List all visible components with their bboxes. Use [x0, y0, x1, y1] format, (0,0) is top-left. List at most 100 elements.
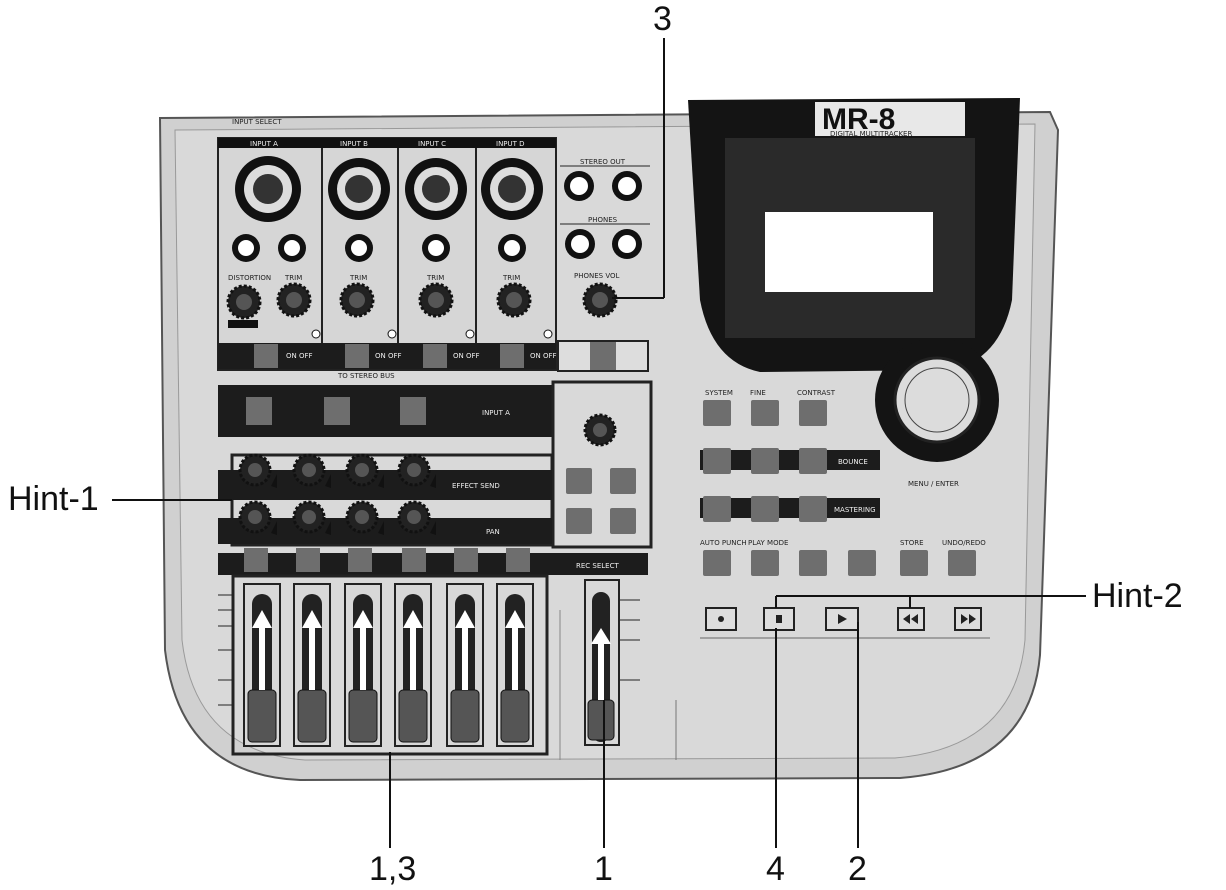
- phones-label: PHONES: [588, 216, 618, 224]
- power-button[interactable]: [590, 342, 616, 370]
- contrast-key[interactable]: [799, 400, 827, 426]
- ffwd-icon: [961, 614, 968, 624]
- effect-send-knob-3[interactable]: [345, 453, 384, 488]
- channel-fader-5[interactable]: [446, 583, 484, 747]
- xlr-jack-d[interactable]: [481, 158, 543, 220]
- logo-subtitle: DIGITAL MULTITRACKER: [830, 130, 912, 138]
- callout-1: 1: [594, 850, 613, 888]
- on-off-button-b[interactable]: [345, 344, 369, 368]
- pan-knobs: [238, 500, 436, 535]
- channel-fader-3[interactable]: [344, 583, 382, 747]
- callout-3-top: 3: [653, 0, 672, 38]
- system-key-label: SYSTEM: [705, 389, 733, 397]
- effect-key-3[interactable]: [566, 508, 592, 534]
- rec-select-button-6[interactable]: [506, 548, 530, 572]
- callout-hint-1: Hint-1: [8, 480, 99, 518]
- line-jack-b[interactable]: [345, 234, 373, 262]
- channel-fader-4[interactable]: [394, 583, 432, 747]
- line-jack-a[interactable]: [232, 234, 260, 262]
- xlr-jack-a[interactable]: [235, 156, 301, 222]
- rec-select-button-4[interactable]: [402, 548, 426, 572]
- phones-vol-label: PHONES VOL: [574, 272, 619, 280]
- effect-send-knob-4[interactable]: [397, 453, 436, 488]
- locate-key-6[interactable]: [799, 496, 827, 522]
- callout-2: 2: [848, 850, 867, 888]
- rec-select-button-5[interactable]: [454, 548, 478, 572]
- trim-knob-c[interactable]: [418, 282, 454, 318]
- channel-fader-6[interactable]: [496, 583, 534, 747]
- pan-knob-3[interactable]: [345, 500, 384, 535]
- auto-punch-key[interactable]: [703, 550, 731, 576]
- callout-hint-2: Hint-2: [1092, 577, 1183, 615]
- guitar-jack[interactable]: [278, 234, 306, 262]
- store-label: STORE: [900, 539, 924, 547]
- distortion-knob[interactable]: [226, 284, 262, 320]
- rec-select-label: REC SELECT: [576, 562, 619, 570]
- bounce-label: BOUNCE: [838, 458, 868, 466]
- effect-send-label: EFFECT SEND: [452, 482, 500, 490]
- effect-key-1[interactable]: [566, 468, 592, 494]
- undo-redo-key[interactable]: [948, 550, 976, 576]
- fader-scale: [218, 594, 232, 706]
- effect-send-knob-2[interactable]: [292, 453, 331, 488]
- rec-select-button-3[interactable]: [348, 548, 372, 572]
- fine-key[interactable]: [751, 400, 779, 426]
- locate-key-1[interactable]: [703, 448, 731, 474]
- pan-knob-2[interactable]: [292, 500, 331, 535]
- effect-select-button-3[interactable]: [400, 397, 426, 425]
- on-off-label-d: ON OFF: [530, 352, 557, 360]
- line-jack-d[interactable]: [498, 234, 526, 262]
- locate-key-4[interactable]: [703, 496, 731, 522]
- on-off-button-c[interactable]: [423, 344, 447, 368]
- effect-key-2[interactable]: [610, 468, 636, 494]
- phones-vol-knob[interactable]: [582, 282, 618, 318]
- effect-key-4[interactable]: [610, 508, 636, 534]
- input-d-label: INPUT D: [496, 140, 525, 148]
- stereo-out-jack-l[interactable]: [564, 171, 594, 201]
- phones-jack-r[interactable]: [612, 229, 642, 259]
- leader-lines: [112, 38, 1086, 848]
- trim-label-a: TRIM: [284, 274, 302, 282]
- channel-fader-2[interactable]: [293, 583, 331, 747]
- rec-select-button-2[interactable]: [296, 548, 320, 572]
- rec-select-row: REC SELECT: [218, 548, 648, 575]
- reverb-knob[interactable]: [583, 413, 617, 447]
- on-off-label-a: ON OFF: [286, 352, 313, 360]
- trim-knob-a[interactable]: [276, 282, 312, 318]
- phones-jack-l[interactable]: [565, 229, 595, 259]
- locate-key-3[interactable]: [799, 448, 827, 474]
- store-key[interactable]: [900, 550, 928, 576]
- channel-fader-1[interactable]: [243, 583, 281, 747]
- stereo-out-label: STEREO OUT: [580, 158, 626, 166]
- stereo-out-jack-r[interactable]: [612, 171, 642, 201]
- mark-out-key[interactable]: [848, 550, 876, 576]
- line-jack-c[interactable]: [422, 234, 450, 262]
- mark-in-key[interactable]: [799, 550, 827, 576]
- fine-key-label: FINE: [750, 389, 766, 397]
- xlr-jack-c[interactable]: [405, 158, 467, 220]
- xlr-jack-b[interactable]: [328, 158, 390, 220]
- on-off-button-a[interactable]: [254, 344, 278, 368]
- undo-redo-label: UNDO/REDO: [942, 539, 986, 547]
- rec-select-button-1[interactable]: [244, 548, 268, 572]
- pan-knob-4[interactable]: [397, 500, 436, 535]
- input-select-label: INPUT SELECT: [232, 118, 282, 126]
- master-fader[interactable]: [584, 579, 640, 746]
- effect-send-knobs: [238, 453, 436, 488]
- trim-knob-b[interactable]: [339, 282, 375, 318]
- on-off-button-d[interactable]: [500, 344, 524, 368]
- effect-select-button-2[interactable]: [324, 397, 350, 425]
- effect-select-button-1[interactable]: [246, 397, 272, 425]
- channel-faders: [243, 583, 534, 747]
- play-mode-key[interactable]: [751, 550, 779, 576]
- jog-wheel[interactable]: [875, 338, 999, 462]
- locate-key-5[interactable]: [751, 496, 779, 522]
- input-a-label: INPUT A: [250, 140, 278, 148]
- trim-knob-d[interactable]: [496, 282, 532, 318]
- system-key[interactable]: [703, 400, 731, 426]
- locate-key-2[interactable]: [751, 448, 779, 474]
- effect-send-knob-1[interactable]: [238, 453, 277, 488]
- pan-knob-1[interactable]: [238, 500, 277, 535]
- trim-label-d: TRIM: [502, 274, 520, 282]
